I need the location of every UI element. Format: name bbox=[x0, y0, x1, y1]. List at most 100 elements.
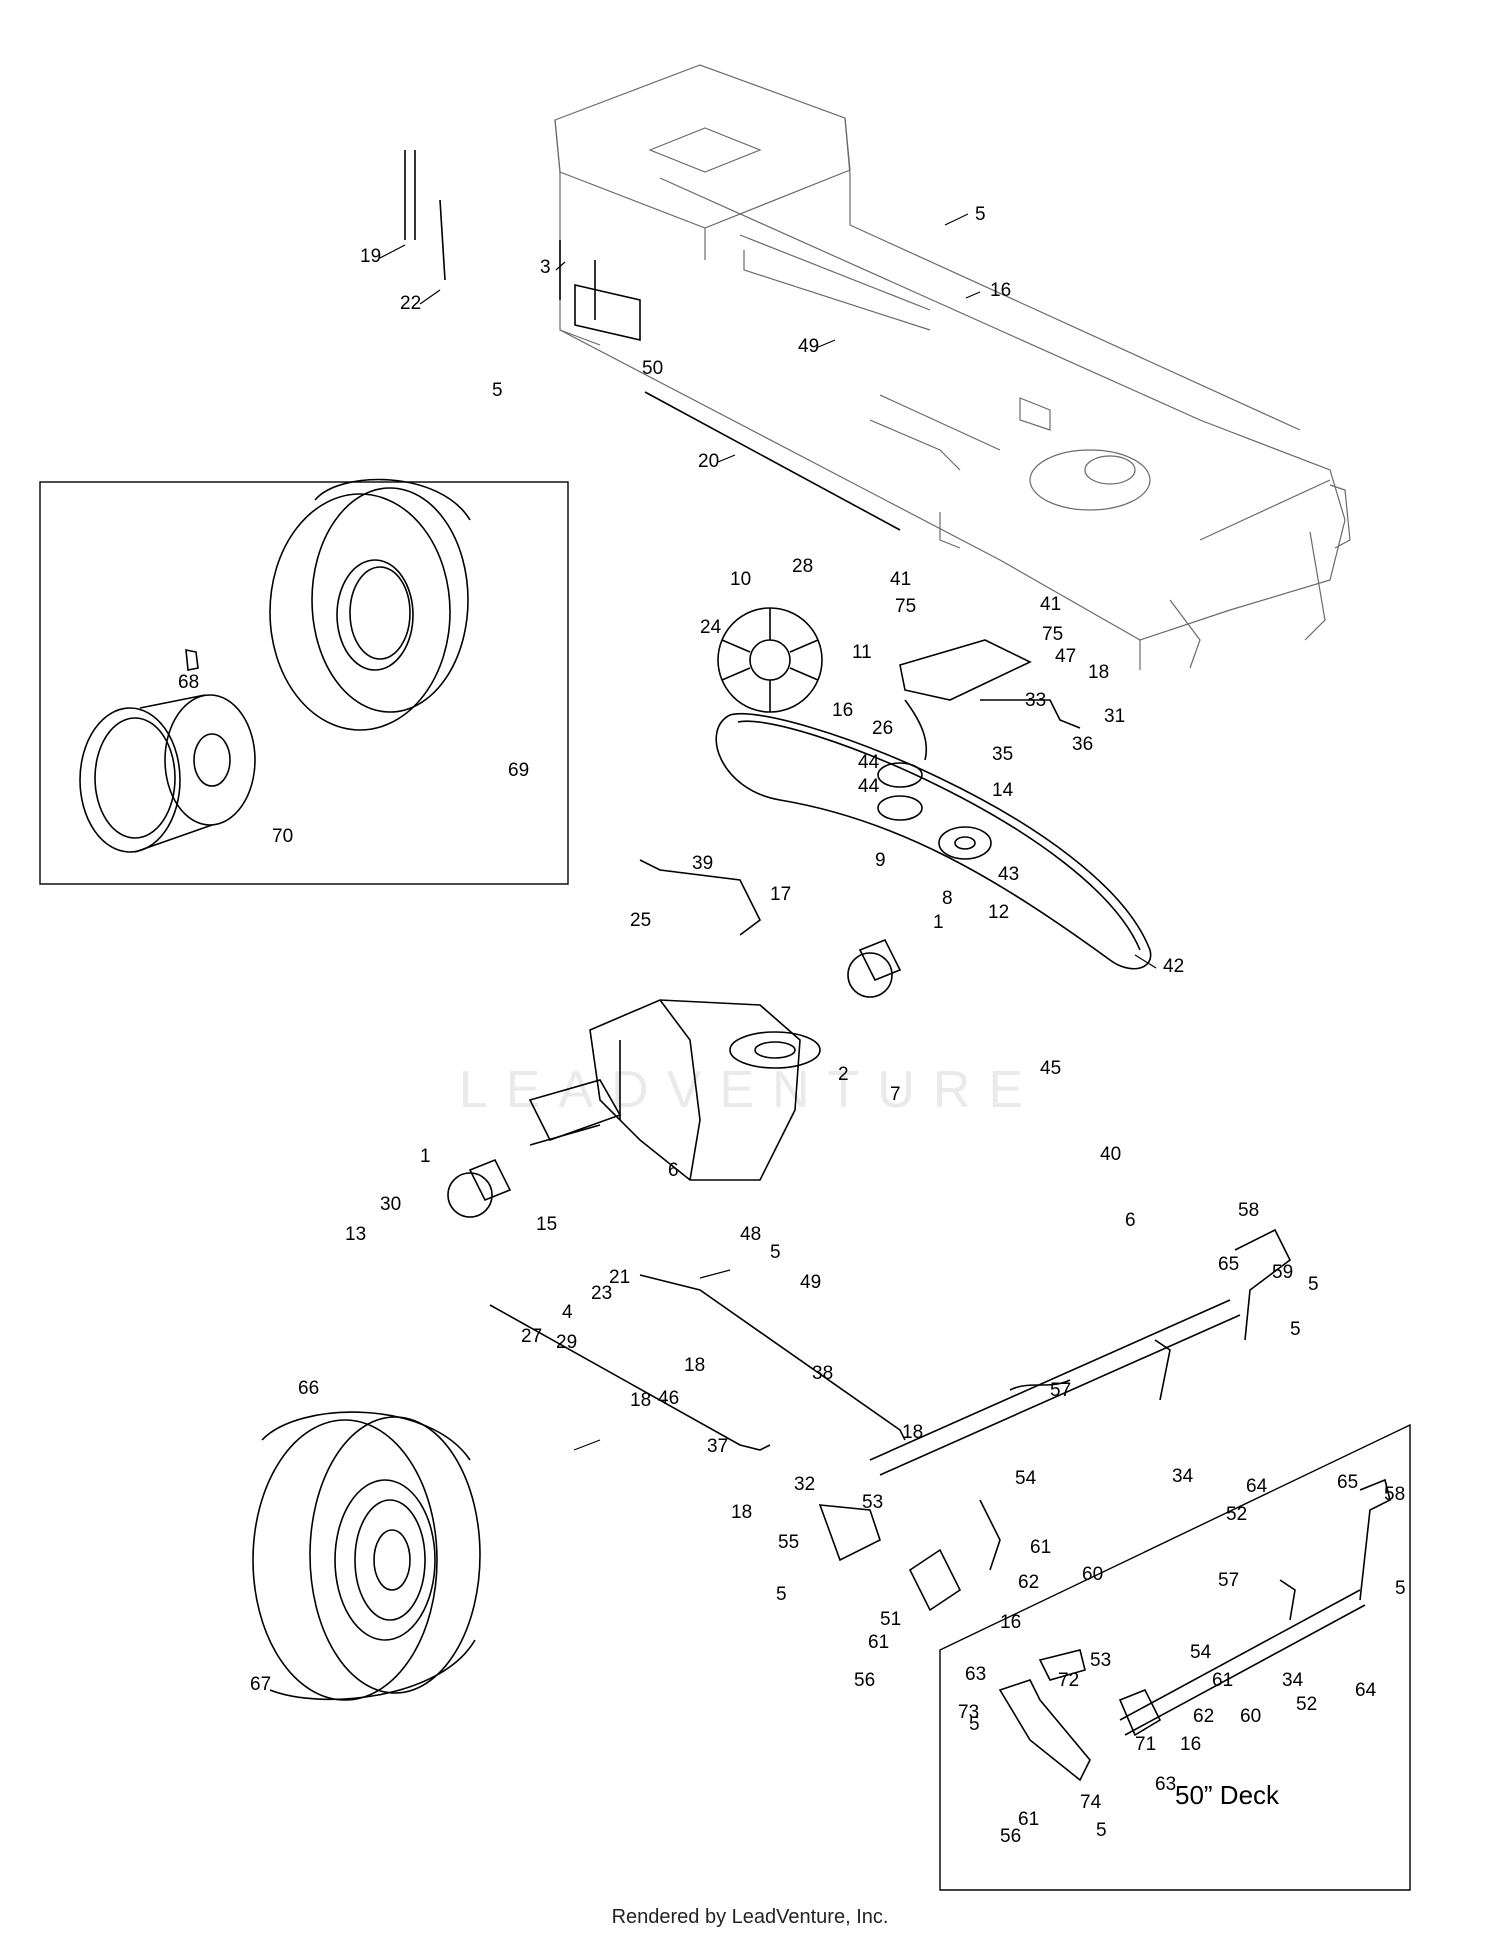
callout-54: 54 bbox=[1190, 1642, 1212, 1663]
callout-61: 61 bbox=[1212, 1670, 1233, 1691]
inset-rim bbox=[79, 694, 256, 853]
callout-18: 18 bbox=[684, 1355, 705, 1376]
callout-62: 62 bbox=[1018, 1572, 1039, 1593]
callout-44: 44 bbox=[858, 752, 880, 773]
callout-23: 23 bbox=[591, 1283, 612, 1304]
callout-46: 46 bbox=[658, 1388, 679, 1409]
callout-18: 18 bbox=[731, 1502, 752, 1523]
callout-5: 5 bbox=[969, 1714, 980, 1735]
callout-18: 18 bbox=[902, 1422, 923, 1443]
callout-56: 56 bbox=[854, 1670, 875, 1691]
callout-6: 6 bbox=[668, 1160, 679, 1181]
deck-variant-pedals bbox=[998, 1478, 1391, 1782]
callout-11: 11 bbox=[852, 642, 872, 663]
linkage-rods bbox=[489, 391, 906, 1451]
callout-58: 58 bbox=[1238, 1200, 1259, 1221]
callout-61: 61 bbox=[868, 1632, 889, 1653]
pedal-assembly bbox=[818, 1228, 1292, 1612]
callout-66: 66 bbox=[298, 1378, 319, 1399]
callout-41: 41 bbox=[1040, 594, 1061, 615]
callout-15: 15 bbox=[536, 1214, 557, 1235]
callout-53: 53 bbox=[1090, 1650, 1111, 1671]
callout-5: 5 bbox=[1096, 1820, 1107, 1841]
callout-60: 60 bbox=[1240, 1706, 1261, 1727]
callout-47: 47 bbox=[1055, 646, 1076, 667]
callout-65: 65 bbox=[1337, 1472, 1358, 1493]
idler-bracket bbox=[899, 639, 1081, 761]
callout-58: 58 bbox=[1384, 1484, 1405, 1505]
callout-5: 5 bbox=[776, 1584, 787, 1605]
callout-28: 28 bbox=[792, 556, 813, 577]
cooling-fan bbox=[717, 607, 823, 713]
callout-5: 5 bbox=[1308, 1274, 1319, 1295]
callout-26: 26 bbox=[872, 718, 893, 739]
callout-21: 21 bbox=[609, 1267, 630, 1288]
callout-63: 63 bbox=[965, 1664, 986, 1685]
callout-13: 13 bbox=[345, 1224, 366, 1245]
callout-51: 51 bbox=[880, 1609, 901, 1630]
leader-lines bbox=[379, 213, 1157, 1451]
callout-64: 64 bbox=[1355, 1680, 1377, 1701]
callout-31: 31 bbox=[1104, 706, 1125, 727]
callout-34: 34 bbox=[1282, 1670, 1304, 1691]
callout-27: 27 bbox=[521, 1326, 542, 1347]
callout-49: 49 bbox=[798, 336, 819, 357]
deck-variant-box bbox=[939, 1423, 1411, 1891]
callout-36: 36 bbox=[1072, 734, 1093, 755]
callout-50: 50 bbox=[642, 358, 663, 379]
idler-pulleys bbox=[877, 762, 992, 860]
callout-16: 16 bbox=[1180, 1734, 1201, 1755]
callout-71: 71 bbox=[1135, 1734, 1156, 1755]
callout-69: 69 bbox=[508, 760, 529, 781]
callout-56: 56 bbox=[1000, 1826, 1021, 1847]
callout-41: 41 bbox=[890, 569, 911, 590]
callout-42: 42 bbox=[1163, 956, 1184, 977]
callout-62: 62 bbox=[1193, 1706, 1214, 1727]
callout-55: 55 bbox=[778, 1532, 799, 1553]
callout-52: 52 bbox=[1296, 1694, 1317, 1715]
callout-72: 72 bbox=[1058, 1670, 1079, 1691]
callout-67: 67 bbox=[250, 1674, 271, 1695]
callout-18: 18 bbox=[630, 1390, 651, 1411]
callout-16: 16 bbox=[990, 280, 1011, 301]
callout-4: 4 bbox=[562, 1302, 573, 1323]
callout-14: 14 bbox=[992, 780, 1014, 801]
callout-49: 49 bbox=[800, 1272, 821, 1293]
callout-16: 16 bbox=[832, 700, 853, 721]
callout-54: 54 bbox=[1015, 1468, 1037, 1489]
callout-8: 8 bbox=[942, 888, 953, 909]
callout-5: 5 bbox=[770, 1242, 781, 1263]
callout-74: 74 bbox=[1080, 1792, 1102, 1813]
callout-70: 70 bbox=[272, 826, 293, 847]
callout-32: 32 bbox=[794, 1474, 815, 1495]
callout-57: 57 bbox=[1050, 1380, 1071, 1401]
render-credit: Rendered by LeadVenture, Inc. bbox=[611, 1906, 889, 1928]
callout-35: 35 bbox=[992, 744, 1013, 765]
wheel-inset-box bbox=[39, 481, 569, 885]
callout-16: 16 bbox=[1000, 1612, 1021, 1633]
transaxle bbox=[528, 999, 821, 1181]
axle-hubs bbox=[447, 938, 902, 1218]
rear-tire bbox=[252, 1411, 481, 1701]
callout-45: 45 bbox=[1040, 1058, 1061, 1079]
callout-33: 33 bbox=[1025, 690, 1046, 711]
callout-5: 5 bbox=[975, 204, 986, 225]
callout-75: 75 bbox=[895, 596, 916, 617]
valve-stem bbox=[185, 649, 199, 671]
callout-57: 57 bbox=[1218, 1570, 1239, 1591]
tractor-frame bbox=[554, 64, 1351, 670]
callout-10: 10 bbox=[730, 569, 751, 590]
callout-43: 43 bbox=[998, 864, 1019, 885]
callout-6: 6 bbox=[1125, 1210, 1136, 1231]
callout-7: 7 bbox=[890, 1084, 901, 1105]
callout-22: 22 bbox=[400, 293, 421, 314]
callout-52: 52 bbox=[1226, 1504, 1247, 1525]
callout-68: 68 bbox=[178, 672, 199, 693]
callout-34: 34 bbox=[1172, 1466, 1194, 1487]
callout-5: 5 bbox=[1395, 1578, 1406, 1599]
callout-38: 38 bbox=[812, 1363, 833, 1384]
callout-63: 63 bbox=[1155, 1774, 1176, 1795]
callout-1: 1 bbox=[420, 1146, 431, 1167]
